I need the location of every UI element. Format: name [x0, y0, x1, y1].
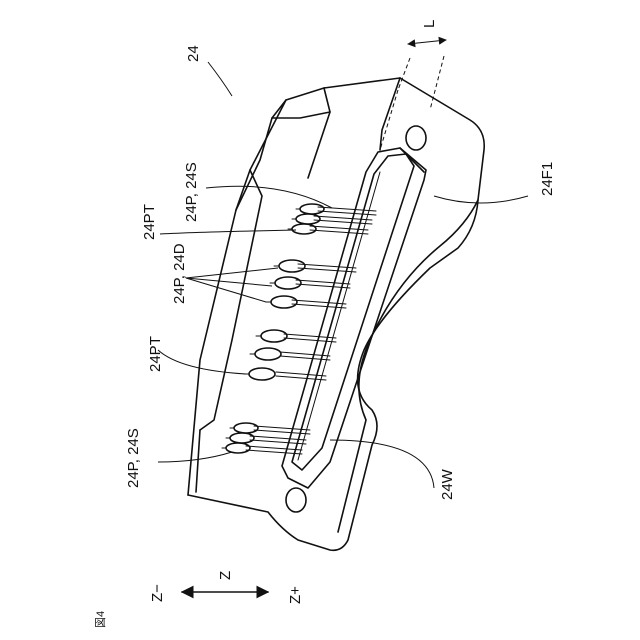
label-24PT-mid: 24PT: [147, 336, 164, 372]
label-24F1: 24F1: [539, 162, 556, 196]
terminal-mid-6: [244, 368, 275, 380]
terminal-mid-1: [274, 260, 305, 272]
solder-terminals: [222, 204, 324, 453]
mounting-hole-top: [406, 126, 426, 150]
terminal-bot-2: [226, 433, 254, 443]
mounting-hole-bottom: [286, 488, 306, 512]
leader-24W: [330, 440, 434, 488]
label-24P24S-top: 24P, 24S: [183, 162, 200, 222]
axis-label-z-plus: Z+: [287, 586, 304, 604]
label-24PT-top: 24PT: [141, 204, 158, 240]
terminal-mid-5: [250, 348, 281, 360]
label-24P24D: 24P, 24D: [171, 243, 188, 304]
leader-24F1: [434, 196, 528, 203]
leader-24P24S-bottom: [158, 452, 232, 462]
label-24P24S-bottom: 24P, 24S: [125, 428, 142, 488]
terminal-mid-4: [256, 330, 287, 342]
leader-24: [208, 62, 232, 96]
leader-24P24D-1: [186, 268, 278, 278]
dimension-L: [380, 40, 446, 150]
label-L: L: [421, 20, 438, 28]
label-24W: 24W: [439, 468, 456, 500]
label-24: 24: [185, 45, 202, 62]
terminal-bot-3: [222, 443, 250, 453]
leader-24PT-top: [160, 230, 296, 234]
terminal-top-2: [292, 214, 320, 224]
front-frame: [282, 148, 426, 488]
pin-group: [246, 207, 376, 454]
terminal-bot-1: [230, 423, 258, 433]
figure-number: 図4: [94, 611, 107, 628]
axis-label-z: Z: [217, 571, 234, 580]
terminal-mid-2: [270, 277, 301, 289]
terminal-mid-3: [266, 296, 297, 308]
terminal-top-3: [288, 224, 316, 234]
terminal-top-1: [296, 204, 324, 214]
axis-label-z-minus: Z−: [149, 584, 166, 602]
labels: 24 L 24F1 24W 24P, 24S 24PT 24P, 24D 24P…: [94, 20, 556, 628]
